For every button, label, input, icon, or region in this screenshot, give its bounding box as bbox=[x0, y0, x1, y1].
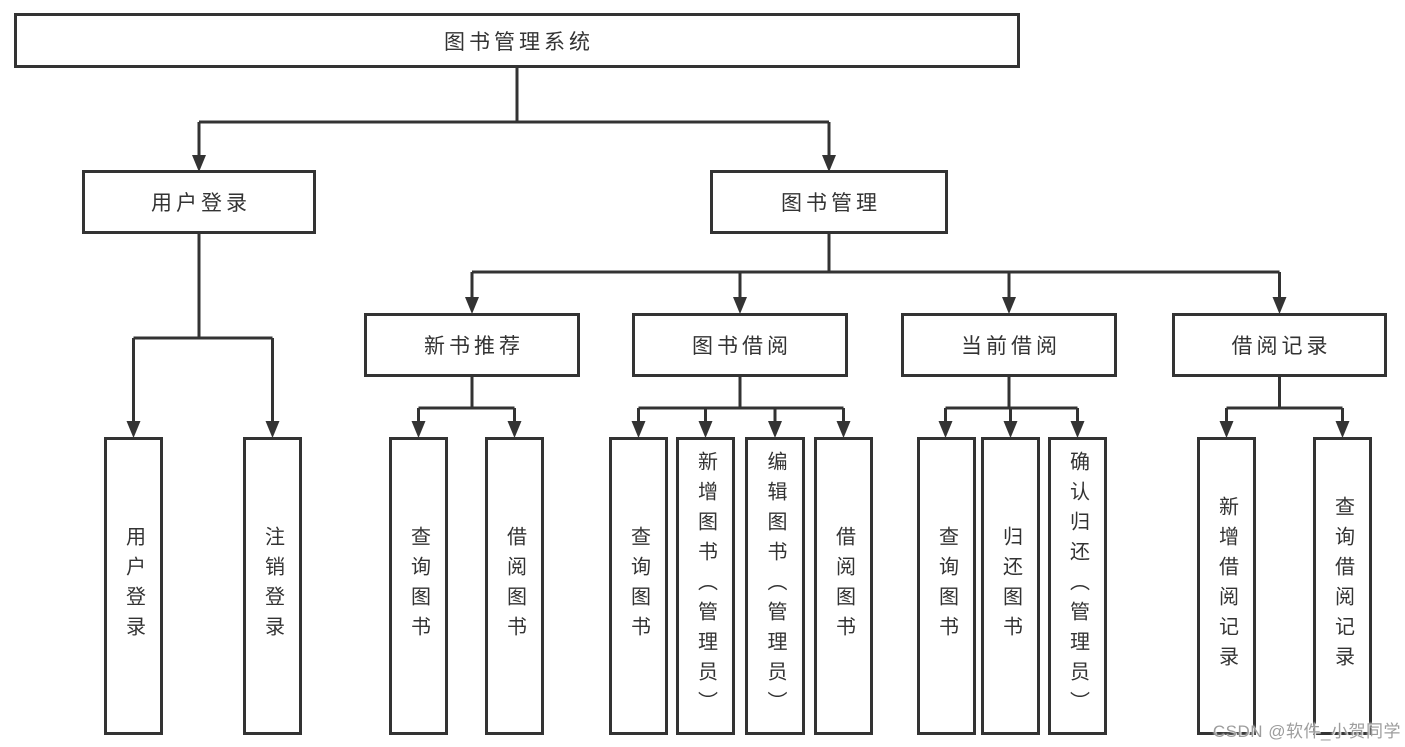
node-label: 新增借阅记录 bbox=[1215, 496, 1238, 676]
node-current-borrow: 当前借阅 bbox=[901, 313, 1117, 377]
leaf-logout: 注销登录 bbox=[243, 437, 302, 735]
node-label: 新增图书（管理员） bbox=[694, 451, 717, 721]
node-label: 借阅记录 bbox=[1231, 335, 1332, 358]
node-system-root: 图书管理系统 bbox=[14, 13, 1020, 68]
node-label: 查询图书 bbox=[627, 526, 650, 646]
node-label: 图书借阅 bbox=[692, 335, 792, 358]
leaf-borrow-book: 借阅图书 bbox=[485, 437, 544, 735]
leaf-user-login: 用户登录 bbox=[104, 437, 163, 735]
node-label: 查询借阅记录 bbox=[1331, 496, 1354, 676]
leaf-query-books: 查询图书 bbox=[609, 437, 668, 735]
leaf-query-books: 查询图书 bbox=[389, 437, 448, 735]
leaf-return-book: 归还图书 bbox=[981, 437, 1040, 735]
node-borrow-records: 借阅记录 bbox=[1172, 313, 1387, 377]
node-book-management: 图书管理 bbox=[710, 170, 948, 234]
node-label: 编辑图书（管理员） bbox=[764, 451, 786, 721]
node-label: 注销登录 bbox=[261, 526, 284, 646]
node-label: 确认归还（管理员） bbox=[1066, 451, 1089, 721]
node-label: 新书推荐 bbox=[424, 335, 524, 358]
node-book-borrow: 图书借阅 bbox=[632, 313, 848, 377]
leaf-confirm-return-admin: 确认归还（管理员） bbox=[1048, 437, 1107, 735]
leaf-add-borrow-record: 新增借阅记录 bbox=[1197, 437, 1256, 735]
node-label: 图书管理系统 bbox=[444, 30, 594, 54]
node-user-login: 用户登录 bbox=[82, 170, 316, 234]
node-label: 借阅图书 bbox=[832, 526, 855, 646]
node-label: 归还图书 bbox=[999, 526, 1022, 646]
node-label: 当前借阅 bbox=[961, 335, 1061, 358]
leaf-query-borrow-record: 查询借阅记录 bbox=[1313, 437, 1372, 735]
node-label: 图书管理 bbox=[781, 192, 881, 215]
node-label: 借阅图书 bbox=[503, 526, 526, 646]
leaf-edit-book-admin: 编辑图书（管理员） bbox=[745, 437, 805, 735]
leaf-query-books: 查询图书 bbox=[917, 437, 976, 735]
watermark: CSDN @软件_小贺同学 bbox=[1212, 722, 1401, 741]
node-label: 用户登录 bbox=[122, 526, 145, 646]
leaf-borrow-book: 借阅图书 bbox=[814, 437, 873, 735]
node-label: 用户登录 bbox=[151, 192, 251, 215]
leaf-add-book-admin: 新增图书（管理员） bbox=[676, 437, 735, 735]
node-new-book-recommend: 新书推荐 bbox=[364, 313, 580, 377]
node-label: 查询图书 bbox=[407, 526, 430, 646]
node-label: 查询图书 bbox=[935, 526, 958, 646]
